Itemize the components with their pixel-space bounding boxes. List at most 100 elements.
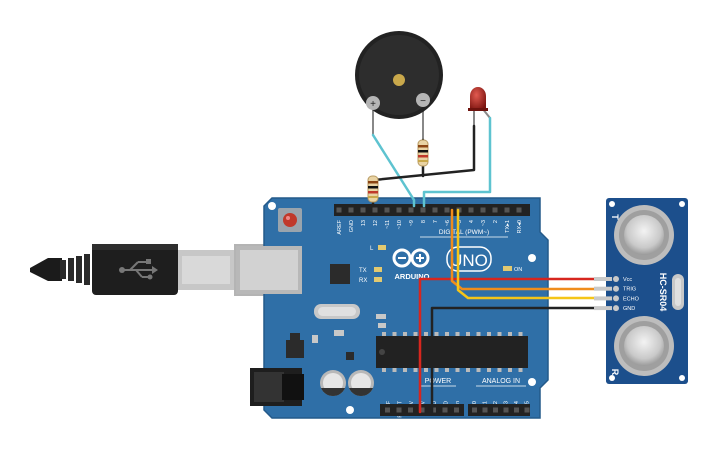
pin-hole[interactable]: [420, 207, 426, 213]
pin-hole[interactable]: [372, 207, 378, 213]
regulator: [286, 340, 304, 358]
pin-hole[interactable]: [514, 407, 519, 413]
wire-trig: [450, 208, 608, 291]
power-label: POWER: [425, 378, 451, 385]
digital-pin-label: TX▸1: [505, 220, 511, 233]
arduino-uno-board: AREF GND 13 12 ~11 ~10 ~9 8 7 ~6 ~5 4 ~3 2 TX▸1 RX◂0 DI…: [236, 197, 549, 419]
red-led: [468, 87, 491, 126]
digital-pin-label: 12: [373, 220, 379, 226]
wire-vcc-5v: [418, 277, 608, 414]
sensor-pin[interactable]: [594, 277, 612, 281]
pin-hole[interactable]: [408, 207, 414, 213]
digital-label: DIGITAL (PWM~): [439, 229, 489, 236]
digital-header: [334, 204, 530, 216]
digital-pin-label: 2: [493, 220, 499, 223]
pin-hole[interactable]: [454, 407, 459, 413]
buzzer-plus-label: +: [370, 99, 376, 110]
wire-gnd-led: [372, 124, 476, 182]
sensor-pin-label: TRIG: [623, 287, 636, 293]
sensor-pin[interactable]: [594, 296, 612, 301]
pin-hole[interactable]: [468, 207, 474, 213]
led-rx-label: RX: [359, 278, 367, 284]
uno-badge: [446, 246, 492, 272]
pin-hole[interactable]: [524, 407, 530, 413]
pin-hole[interactable]: [396, 207, 402, 213]
sensor-pin[interactable]: [594, 286, 612, 291]
wire-buzzer-to-pin-10: [371, 133, 416, 208]
led-rx: [374, 277, 382, 282]
pin-hole[interactable]: [444, 207, 450, 213]
digital-pin-label: ~10: [397, 220, 403, 229]
power-pin-label: 5V: [421, 400, 427, 407]
pin-hole[interactable]: [360, 207, 366, 213]
pin-hole[interactable]: [516, 207, 522, 213]
wire-led-to-pin-9: [422, 116, 492, 208]
atmega-chip: [376, 336, 528, 368]
sensor-pin-label: ECHO: [623, 296, 640, 302]
digital-pin-label: ~5: [457, 220, 463, 226]
mounting-hole: [528, 254, 536, 262]
digital-pin-label: ~11: [385, 220, 391, 229]
usb-chip: [330, 264, 350, 284]
resistor-led: [367, 175, 379, 203]
digital-pin-label: GND: [349, 220, 355, 232]
pin-hole[interactable]: [432, 207, 438, 213]
brand-label: ARDUINO: [395, 272, 430, 281]
pin-hole[interactable]: [492, 207, 498, 213]
piezo-buzzer: + −: [355, 31, 443, 140]
transmitter-transducer: [614, 205, 674, 265]
receiver-transducer: [614, 316, 674, 376]
sensor-pin[interactable]: [594, 306, 612, 311]
mounting-hole: [268, 202, 276, 210]
analog-label: ANALOG IN: [482, 378, 520, 385]
pin-hole[interactable]: [431, 407, 436, 413]
digital-pin-label: ~6: [445, 220, 451, 226]
led-on-label: ON: [514, 267, 522, 273]
buzzer-hole: [393, 74, 405, 86]
digital-pin-label: ~9: [409, 220, 415, 226]
digital-pin-label: AREF: [337, 219, 343, 234]
pin-hole[interactable]: [384, 207, 390, 213]
capacitor: [348, 370, 374, 396]
pin-hole[interactable]: [503, 407, 509, 413]
digital-pin-label: 13: [361, 220, 367, 226]
analog-header: [468, 404, 530, 416]
digital-pin-label: RX◂0: [517, 220, 523, 233]
sensor-model-label: HC-SR04: [658, 273, 668, 312]
digital-pin-label: 7: [433, 220, 439, 223]
sensor-pin-label: Vcc: [623, 277, 632, 283]
model-label: UNO: [450, 251, 488, 270]
digital-pin-label: 8: [421, 220, 427, 223]
pin-hole[interactable]: [348, 207, 354, 213]
pin-hole[interactable]: [472, 407, 477, 413]
wire-echo: [456, 208, 608, 300]
pin-hole[interactable]: [504, 207, 510, 213]
pin-hole[interactable]: [419, 407, 425, 413]
receiver-mark: R: [610, 369, 620, 376]
capacitor: [320, 370, 346, 396]
digital-pin-label: 4: [469, 220, 475, 223]
arduino-logo-icon: [392, 248, 430, 268]
digital-pin-label: ~3: [481, 220, 487, 226]
wire-sensor-gnd: [430, 306, 608, 414]
pin-hole[interactable]: [493, 407, 498, 413]
led-tx-label: TX: [359, 268, 367, 274]
pin-hole[interactable]: [396, 407, 402, 413]
pin-hole[interactable]: [385, 407, 390, 413]
pin-hole[interactable]: [336, 207, 342, 213]
usb-symbol-icon: [119, 259, 158, 280]
pin-hole[interactable]: [408, 407, 413, 413]
buzzer-minus-label: −: [420, 96, 426, 107]
led-on: [503, 266, 512, 271]
resistor-buzzer: [417, 139, 429, 167]
led-l-label: L: [370, 246, 374, 252]
pin-hole[interactable]: [442, 407, 448, 413]
led-l: [378, 245, 386, 250]
pin-hole[interactable]: [480, 207, 486, 213]
pin-hole[interactable]: [482, 407, 488, 413]
mounting-hole: [346, 406, 354, 414]
transmitter-mark: T: [610, 214, 620, 220]
led-tx: [374, 267, 382, 272]
